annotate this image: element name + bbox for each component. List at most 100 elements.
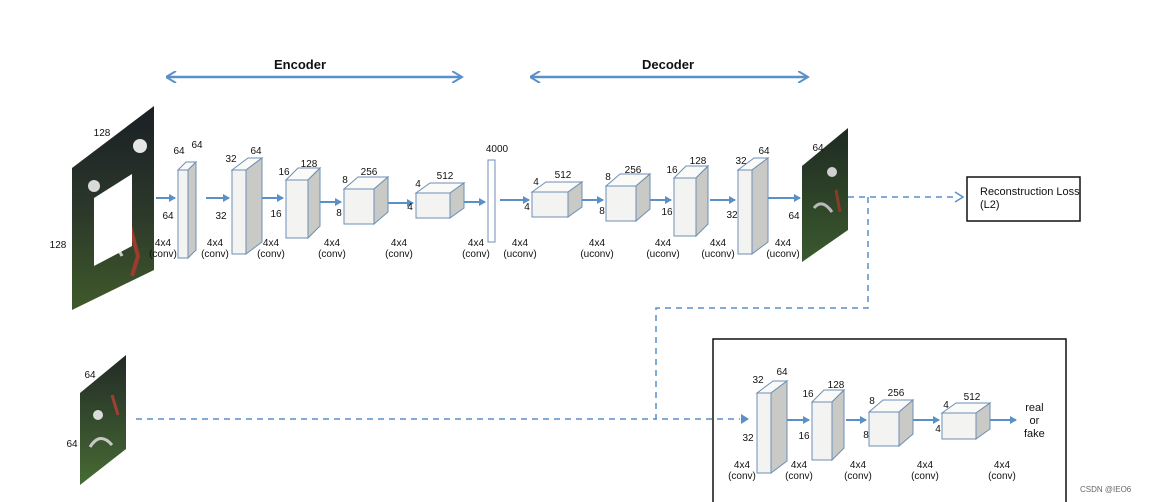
enc5-op: 4x4(conv) bbox=[385, 238, 413, 260]
enc1-op-size: 4x4 bbox=[154, 238, 172, 249]
decoder-header: Decoder bbox=[641, 57, 695, 72]
enc4-op-type: (conv) bbox=[318, 249, 346, 260]
output-image bbox=[802, 128, 848, 262]
enc-block-3-front-face bbox=[285, 179, 309, 239]
dec2-top-b: 256 bbox=[624, 165, 642, 176]
dec1-top-a: 4 bbox=[533, 177, 539, 188]
disc3-op-size: 4x4 bbox=[849, 460, 867, 471]
enc-block-4-front-face bbox=[343, 188, 375, 225]
dec-block-3 bbox=[672, 164, 710, 238]
disc-block-2-side-face bbox=[831, 388, 845, 462]
enc4-op-size: 4x4 bbox=[323, 238, 341, 249]
disc-block-4-front-face bbox=[941, 412, 977, 440]
dec-block-1-front-face bbox=[531, 191, 569, 218]
disc-block-1 bbox=[755, 380, 789, 474]
enc-block-5 bbox=[414, 182, 466, 219]
dec-block-2 bbox=[604, 172, 652, 223]
disc2-side: 16 bbox=[798, 431, 810, 442]
dec-block-4-front-face bbox=[737, 169, 753, 255]
disc4-op-size: 4x4 bbox=[916, 460, 934, 471]
dec-final-op-size: 4x4 bbox=[774, 238, 792, 249]
disc-final-op-size: 4x4 bbox=[993, 460, 1011, 471]
output-top-label: 64 bbox=[812, 143, 824, 154]
encoder-header: Encoder bbox=[273, 57, 327, 72]
loss-arrowhead bbox=[954, 191, 965, 203]
disc1-top-a: 32 bbox=[752, 375, 764, 386]
disc-block-4 bbox=[940, 402, 992, 440]
enc1-op: 4x4(conv) bbox=[149, 238, 177, 260]
bottleneck-op-size: 4x4 bbox=[467, 238, 485, 249]
input-width-label: 128 bbox=[93, 128, 111, 139]
dec3-op-type: (uconv) bbox=[646, 249, 680, 260]
dec4-top-b: 64 bbox=[758, 146, 770, 157]
dec1-op-size: 4x4 bbox=[511, 238, 529, 249]
watermark: CSDN @IEO6 bbox=[1080, 485, 1132, 494]
enc3-op-size: 4x4 bbox=[262, 238, 280, 249]
dec3-side: 16 bbox=[661, 207, 673, 218]
discriminator-output-label: real or fake bbox=[1024, 402, 1045, 441]
disc1-op: 4x4(conv) bbox=[728, 460, 756, 482]
enc-block-1-side-face bbox=[187, 160, 197, 260]
enc3-top-a: 16 bbox=[278, 167, 290, 178]
output-real: real bbox=[1025, 402, 1044, 414]
dec2-op-type: (uconv) bbox=[580, 249, 614, 260]
disc-block-3 bbox=[867, 398, 915, 448]
disc1-op-size: 4x4 bbox=[733, 460, 751, 471]
reconstruction-loss-label: Reconstruction Loss (L2) bbox=[980, 186, 1080, 211]
disc3-top-a: 8 bbox=[869, 396, 875, 407]
disc3-top-b: 256 bbox=[887, 388, 905, 399]
reconstruction-loss-box bbox=[966, 176, 1081, 222]
enc2-op: 4x4(conv) bbox=[201, 238, 229, 260]
enc5-op-type: (conv) bbox=[385, 249, 413, 260]
dec-block-3-front-face bbox=[673, 177, 697, 237]
enc-block-3 bbox=[284, 166, 322, 240]
output-to-discriminator-line bbox=[655, 197, 869, 420]
disc2-op-size: 4x4 bbox=[790, 460, 808, 471]
disc1-op-type: (conv) bbox=[728, 471, 756, 482]
enc3-side: 16 bbox=[270, 209, 282, 220]
enc2-side: 32 bbox=[215, 211, 227, 222]
disc3-op-type: (conv) bbox=[844, 471, 872, 482]
disc4-top-a: 4 bbox=[943, 400, 949, 411]
enc5-top-a: 4 bbox=[415, 179, 421, 190]
disc-block-1-front-face bbox=[756, 392, 772, 474]
enc-block-1 bbox=[176, 160, 198, 260]
output-or: or bbox=[1029, 415, 1040, 427]
output-side-label: 64 bbox=[788, 211, 800, 222]
enc1-op-type: (conv) bbox=[149, 249, 177, 260]
dec3-op: 4x4(uconv) bbox=[646, 238, 679, 260]
enc3-top-b: 128 bbox=[300, 159, 318, 170]
dec4-op-size: 4x4 bbox=[709, 238, 727, 249]
dec3-top-b: 128 bbox=[689, 156, 707, 167]
enc2-top-b: 64 bbox=[250, 146, 262, 157]
dec1-top-b: 512 bbox=[554, 170, 572, 181]
enc4-side: 8 bbox=[336, 208, 342, 219]
disc2-top-b: 128 bbox=[827, 380, 845, 391]
enc4-op: 4x4(conv) bbox=[318, 238, 346, 260]
input-height-label: 128 bbox=[49, 240, 67, 251]
disc-final-op: 4x4(conv) bbox=[988, 460, 1016, 482]
disc3-op: 4x4(conv) bbox=[844, 460, 872, 482]
enc-block-1-front-face bbox=[177, 169, 189, 259]
disc4-side: 4 bbox=[935, 424, 941, 435]
dec4-op-type: (uconv) bbox=[701, 249, 735, 260]
discriminator-frame bbox=[712, 338, 1067, 502]
dec1-side: 4 bbox=[524, 202, 530, 213]
dec1-op: 4x4(uconv) bbox=[503, 238, 536, 260]
enc1-side: 64 bbox=[162, 211, 174, 222]
real-side-label: 64 bbox=[66, 439, 78, 450]
dec2-op: 4x4(uconv) bbox=[580, 238, 613, 260]
disc1-top-b: 64 bbox=[776, 367, 788, 378]
disc3-side: 8 bbox=[863, 430, 869, 441]
output-fake: fake bbox=[1024, 428, 1045, 440]
enc-block-5-front-face bbox=[415, 192, 451, 219]
dec2-top-a: 8 bbox=[605, 172, 611, 183]
enc-block-2-front-face bbox=[231, 169, 247, 255]
dec-final-op: 4x4(uconv) bbox=[766, 238, 799, 260]
bottleneck-label: 4000 bbox=[485, 144, 509, 155]
bottleneck-op-type: (conv) bbox=[462, 249, 490, 260]
dec3-top-a: 16 bbox=[666, 165, 678, 176]
enc1-top-a: 64 bbox=[173, 146, 185, 157]
dec-block-3-side-face bbox=[695, 164, 709, 238]
